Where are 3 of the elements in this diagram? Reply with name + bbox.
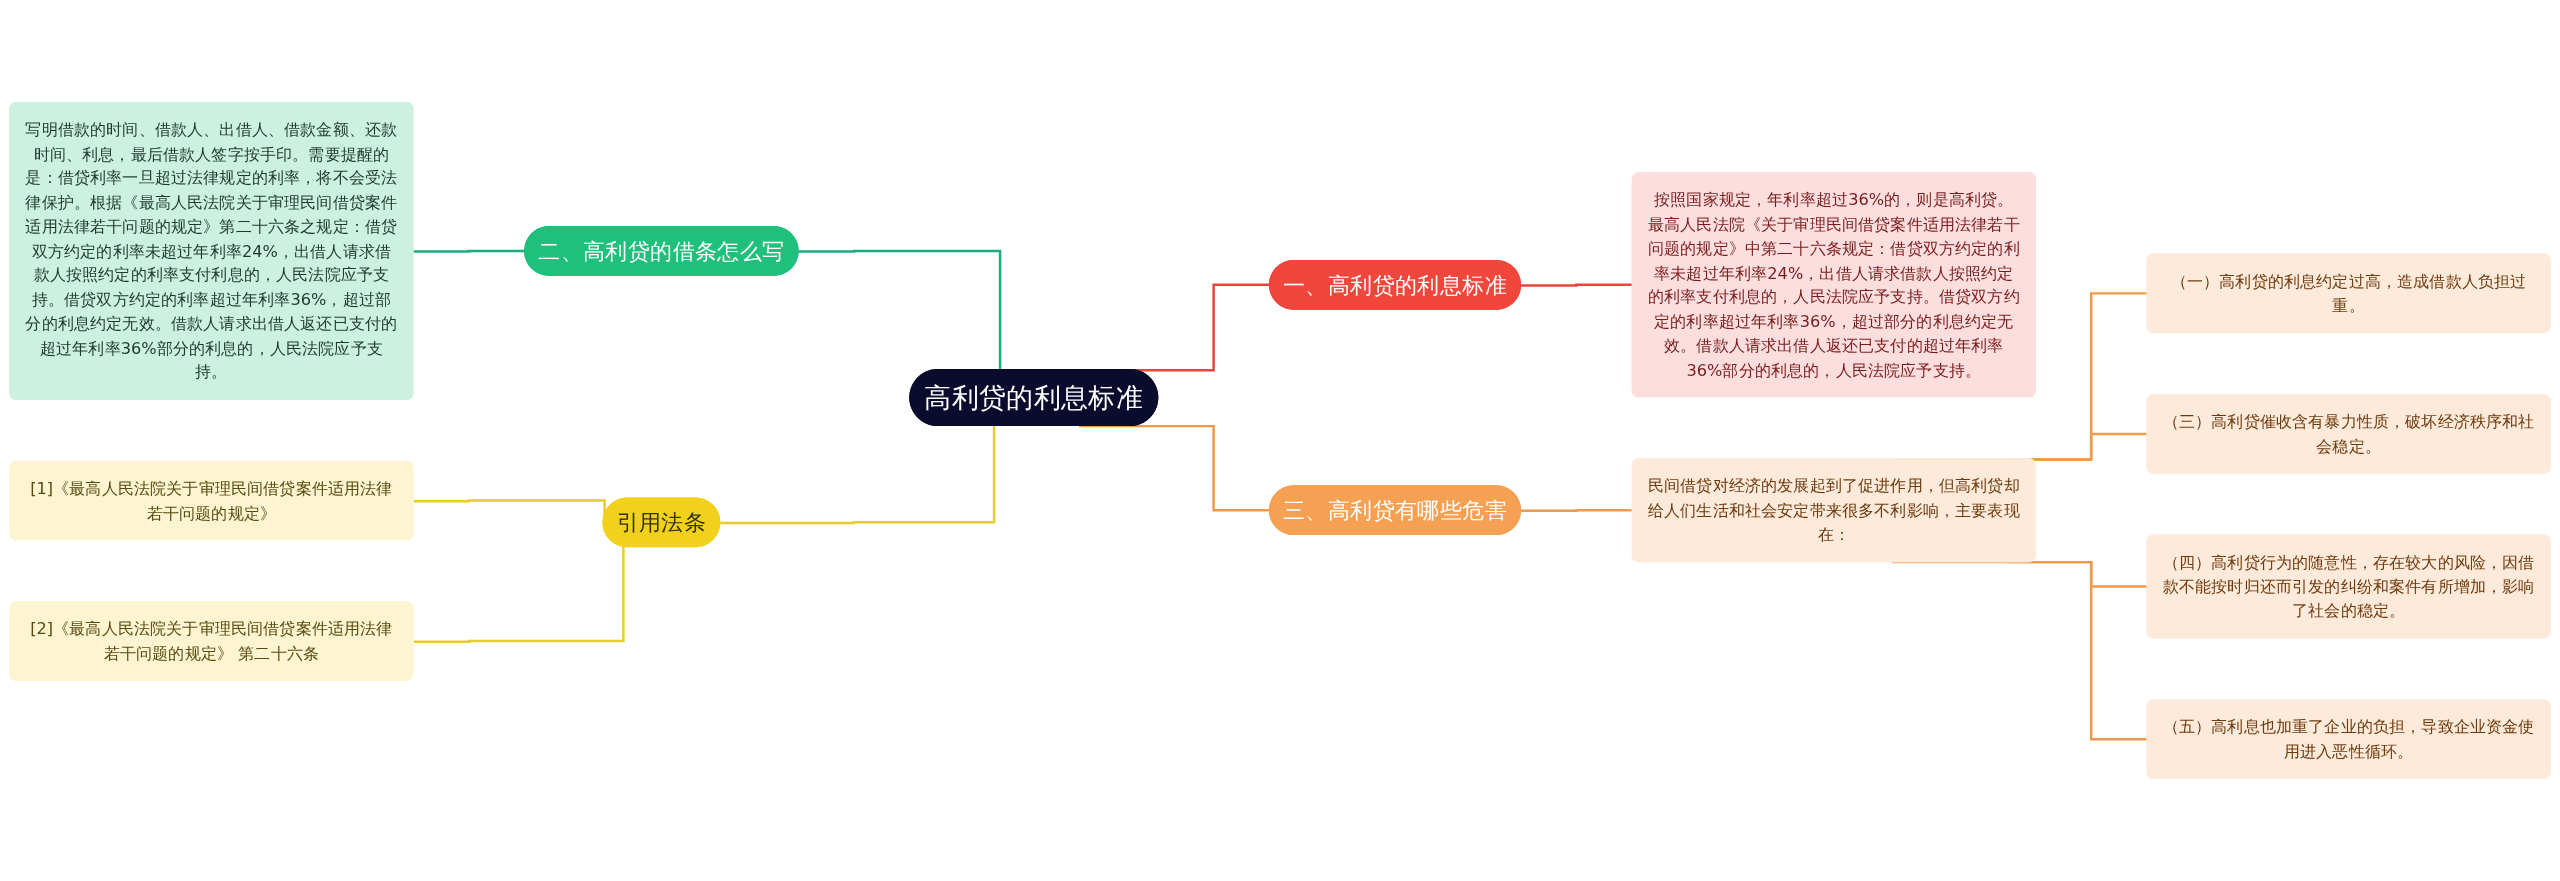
connector [720,426,996,525]
connector [413,546,625,643]
connector [798,249,1002,371]
